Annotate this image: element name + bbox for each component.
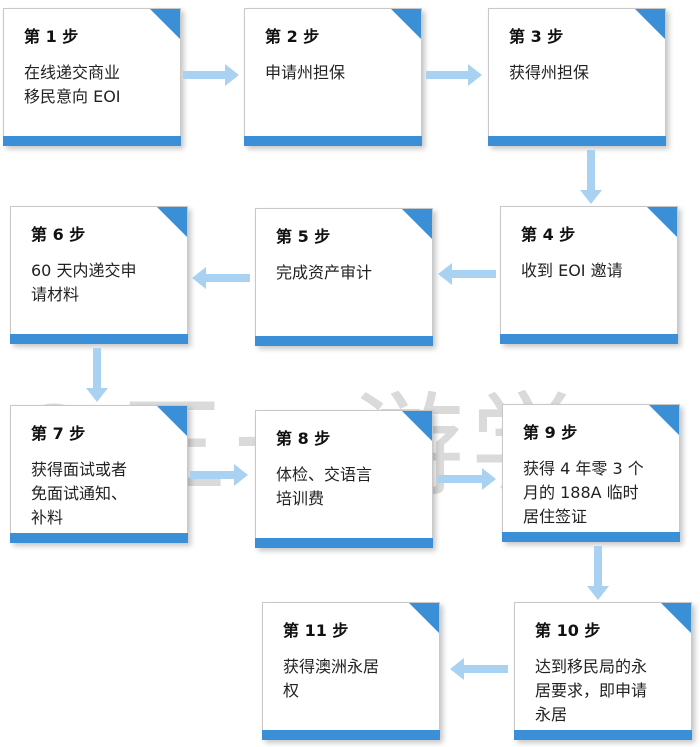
step-card-6: 第 6 步 60 天内递交申 请材料 <box>10 206 188 344</box>
step-card-7: 第 7 步 获得面试或者 免面试通知、 补料 <box>10 405 188 543</box>
arrow-down <box>580 150 602 204</box>
step-label: 第 9 步 <box>523 423 578 442</box>
arrow-down <box>587 546 609 600</box>
step-text: 在线递交商业 移民意向 EOI <box>24 63 121 106</box>
step-text: 达到移民局的永 居要求，即申请 永居 <box>535 657 648 724</box>
step-card-4: 第 4 步 收到 EOI 邀请 <box>500 206 678 344</box>
card-bottom-bar <box>514 730 692 740</box>
step-label: 第 3 步 <box>509 27 564 46</box>
step-card-11: 第 11 步 获得澳洲永居 权 <box>262 602 440 740</box>
arrow-left <box>450 658 508 680</box>
fold-corner <box>157 406 187 436</box>
card-bottom-bar <box>255 336 433 346</box>
step-label: 第 11 步 <box>283 621 349 640</box>
arrow-right <box>438 468 496 490</box>
step-label: 第 8 步 <box>276 429 331 448</box>
arrow-right <box>183 64 239 86</box>
step-text: 体检、交语言 培训费 <box>276 465 373 508</box>
fold-corner <box>402 411 432 441</box>
fold-corner <box>150 9 180 39</box>
step-text: 完成资产审计 <box>276 263 373 282</box>
step-text: 60 天内递交申 请材料 <box>31 261 137 304</box>
card-bottom-bar <box>488 136 666 146</box>
step-card-5: 第 5 步 完成资产审计 <box>255 208 433 346</box>
step-card-1: 第 1 步 在线递交商业 移民意向 EOI <box>3 8 181 146</box>
step-text: 获得 4 年零 3 个 月的 188A 临时 居住签证 <box>523 459 644 526</box>
fold-corner <box>647 207 677 237</box>
card-bottom-bar <box>244 136 422 146</box>
step-text: 获得面试或者 免面试通知、 补料 <box>31 460 128 527</box>
arrow-down <box>86 348 108 402</box>
card-bottom-bar <box>262 730 440 740</box>
step-card-9: 第 9 步 获得 4 年零 3 个 月的 188A 临时 居住签证 <box>502 404 680 542</box>
arrow-right <box>190 464 248 486</box>
arrow-right <box>426 64 482 86</box>
step-text: 获得澳洲永居 权 <box>283 657 380 700</box>
step-label: 第 4 步 <box>521 225 576 244</box>
step-card-3: 第 3 步 获得州担保 <box>488 8 666 146</box>
step-text: 获得州担保 <box>509 63 590 82</box>
card-bottom-bar <box>255 538 433 548</box>
card-bottom-bar <box>10 334 188 344</box>
step-card-2: 第 2 步 申请州担保 <box>244 8 422 146</box>
step-label: 第 10 步 <box>535 621 601 640</box>
step-text: 申请州担保 <box>265 63 346 82</box>
fold-corner <box>157 207 187 237</box>
arrow-left <box>438 263 496 285</box>
fold-corner <box>409 603 439 633</box>
fold-corner <box>661 603 691 633</box>
fold-corner <box>402 209 432 239</box>
fold-corner <box>635 9 665 39</box>
arrow-left <box>192 267 250 289</box>
card-bottom-bar <box>3 136 181 146</box>
step-label: 第 1 步 <box>24 27 79 46</box>
card-bottom-bar <box>10 533 188 543</box>
fold-corner <box>649 405 679 435</box>
fold-corner <box>391 9 421 39</box>
step-label: 第 5 步 <box>276 227 331 246</box>
step-label: 第 7 步 <box>31 424 86 443</box>
card-bottom-bar <box>502 532 680 542</box>
step-card-10: 第 10 步 达到移民局的永 居要求，即申请 永居 <box>514 602 692 740</box>
step-text: 收到 EOI 邀请 <box>521 261 623 280</box>
card-bottom-bar <box>500 334 678 344</box>
step-label: 第 2 步 <box>265 27 320 46</box>
step-label: 第 6 步 <box>31 225 86 244</box>
step-card-8: 第 8 步 体检、交语言 培训费 <box>255 410 433 548</box>
